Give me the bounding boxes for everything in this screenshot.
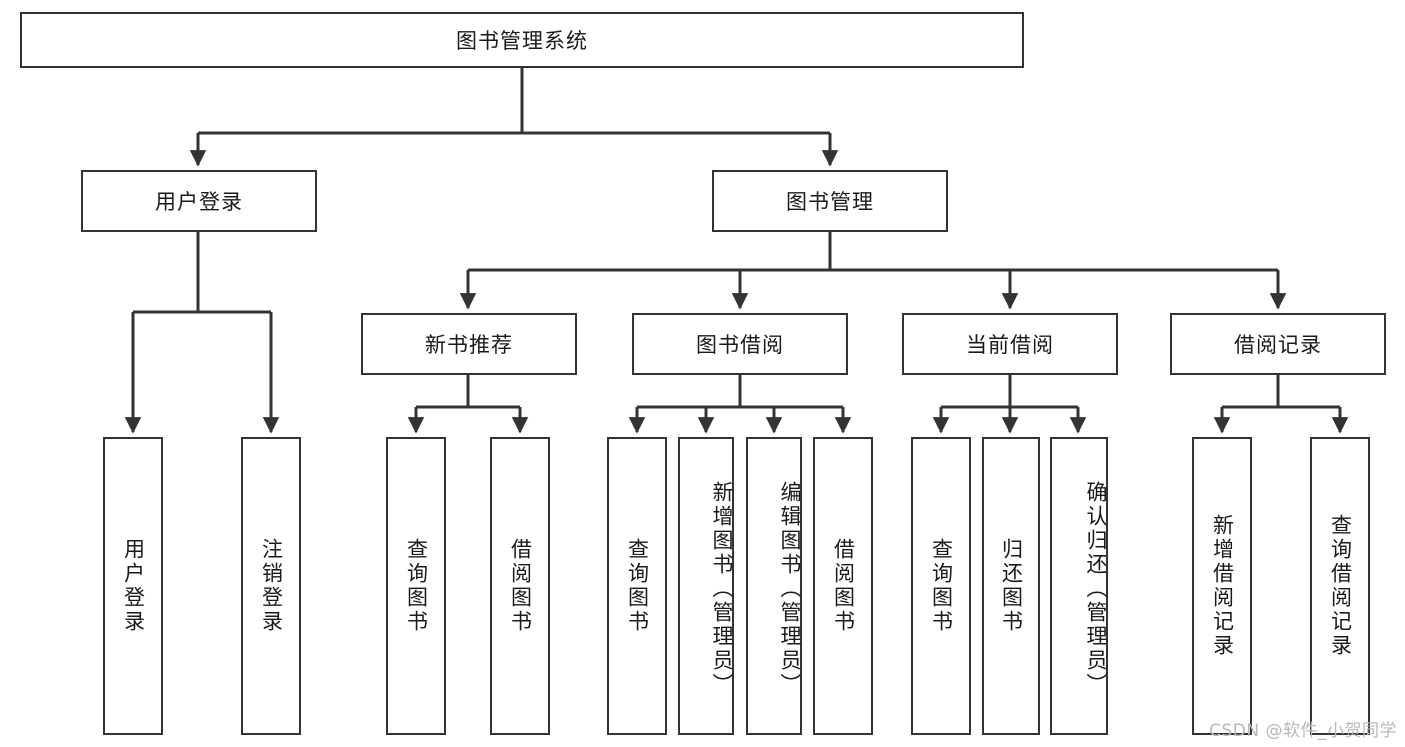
node-root[interactable]: 图书管理系统: [20, 12, 1024, 68]
leaf-query-book-1[interactable]: 查询图书: [386, 437, 446, 735]
node-book-management[interactable]: 图书管理: [712, 170, 948, 232]
leaf-add-book[interactable]: 新增图书（管理员）: [678, 437, 734, 735]
node-current-borrow-label: 当前借阅: [966, 333, 1054, 357]
leaf-borrow-book-1-label: 借阅图书: [508, 538, 533, 634]
node-borrow-record-label: 借阅记录: [1234, 333, 1322, 357]
leaf-confirm-return-label: 确认归还（管理员）: [1084, 481, 1108, 697]
leaf-add-record[interactable]: 新增借阅记录: [1192, 437, 1252, 735]
leaf-add-record-label: 新增借阅记录: [1210, 514, 1235, 658]
leaf-borrow-book-2[interactable]: 借阅图书: [813, 437, 873, 735]
leaf-query-record-label: 查询借阅记录: [1328, 514, 1353, 658]
leaf-edit-book[interactable]: 编辑图书（管理员）: [746, 437, 802, 735]
leaf-borrow-book-1[interactable]: 借阅图书: [490, 437, 550, 735]
leaf-query-book-1-label: 查询图书: [404, 538, 429, 634]
leaf-query-book-3-label: 查询图书: [929, 538, 954, 634]
leaf-user-logout-label: 注销登录: [259, 538, 284, 634]
node-book-management-label: 图书管理: [786, 190, 874, 214]
node-user-login-label: 用户登录: [155, 190, 243, 214]
node-borrow-record[interactable]: 借阅记录: [1170, 313, 1386, 375]
leaf-return-book-label: 归还图书: [999, 538, 1024, 634]
leaf-user-login-label: 用户登录: [121, 538, 146, 634]
leaf-query-book-2-label: 查询图书: [625, 538, 650, 634]
node-book-borrow-label: 图书借阅: [696, 333, 784, 357]
leaf-borrow-book-2-label: 借阅图书: [831, 538, 856, 634]
leaf-user-login[interactable]: 用户登录: [103, 437, 163, 735]
leaf-add-book-label: 新增图书（管理员）: [710, 481, 734, 697]
node-new-book-recommend-label: 新书推荐: [425, 333, 513, 357]
node-book-borrow[interactable]: 图书借阅: [632, 313, 848, 375]
leaf-user-logout[interactable]: 注销登录: [241, 437, 301, 735]
node-new-book-recommend[interactable]: 新书推荐: [361, 313, 577, 375]
leaf-confirm-return[interactable]: 确认归还（管理员）: [1050, 437, 1108, 735]
leaf-query-book-2[interactable]: 查询图书: [607, 437, 667, 735]
node-current-borrow[interactable]: 当前借阅: [902, 313, 1118, 375]
node-root-label: 图书管理系统: [456, 29, 588, 53]
leaf-edit-book-label: 编辑图书（管理员）: [778, 481, 802, 697]
leaf-return-book[interactable]: 归还图书: [982, 437, 1040, 735]
leaf-query-book-3[interactable]: 查询图书: [911, 437, 971, 735]
node-user-login[interactable]: 用户登录: [81, 170, 317, 232]
leaf-query-record[interactable]: 查询借阅记录: [1310, 437, 1370, 735]
